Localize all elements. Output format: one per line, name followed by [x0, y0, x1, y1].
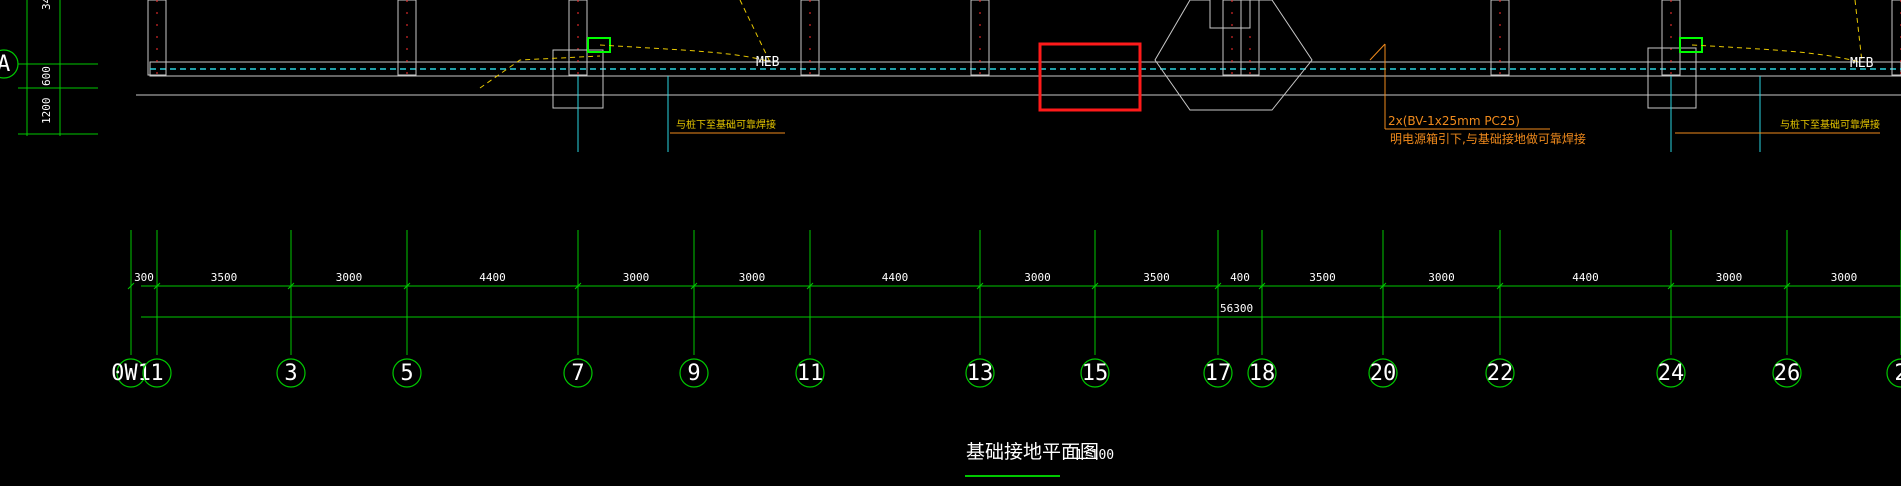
axis-bubble [1247, 358, 1277, 388]
column [970, 0, 990, 76]
span-dimension: 4400 [479, 271, 506, 284]
left-dimension-chain: 600 1200 34 [18, 0, 98, 136]
pile-cap [1647, 47, 1697, 109]
total-dimension: 56300 [1220, 302, 1253, 315]
axis-label: 17 [1205, 361, 1232, 386]
axis-bubble [392, 358, 422, 388]
axis-label: 18 [1249, 361, 1276, 386]
weld-annotation-right: 与桩下至基础可靠焊接 [1675, 118, 1880, 134]
axis-bubble [1886, 358, 1901, 388]
axis-bubble [1080, 358, 1110, 388]
feeder-line [1854, 0, 1863, 63]
axis-label: 15 [1082, 361, 1109, 386]
axis-label: 2 [1894, 361, 1901, 386]
selection-highlight-box [1038, 42, 1142, 112]
axis-label: 11 [797, 361, 824, 386]
meb-box [587, 37, 611, 53]
weld-note-right: 与桩下至基础可靠焊接 [1780, 118, 1880, 131]
axis-bubble [1203, 358, 1233, 388]
weld-annotation-left: 与桩下至基础可靠焊接 [670, 118, 785, 134]
axis-label: 24 [1658, 361, 1685, 386]
axis-bubble [1656, 358, 1686, 388]
axis-bubble [116, 358, 146, 388]
span-dimension: 3000 [1024, 271, 1051, 284]
feeder-line [479, 55, 601, 89]
grid-axes: 0W1135791113151718202224262 [111, 230, 1901, 388]
axis-label: 13 [967, 361, 994, 386]
axis-label: 3 [284, 361, 297, 386]
axis-bubble [1485, 358, 1515, 388]
axis-bubble [1772, 358, 1802, 388]
span-dimension: 300 [134, 271, 154, 284]
axis-label: 5 [400, 361, 413, 386]
axis-label: 0W1 [111, 361, 151, 386]
axis-bubble [276, 358, 306, 388]
axis-bubble [1368, 358, 1398, 388]
axis-label: 20 [1370, 361, 1397, 386]
drawing-title: 基础接地平面图 [966, 441, 1099, 463]
meb-label-left: MEB [756, 55, 780, 70]
cable-spec-text: 2x(BV-1x25mm PC25) [1388, 114, 1520, 128]
column [1240, 0, 1260, 76]
cable-annotation: 2x(BV-1x25mm PC25) 明电源箱引下,与基础接地做可靠焊接 [1369, 43, 1586, 146]
axis-label: 7 [571, 361, 584, 386]
span-dimension: 4400 [882, 271, 909, 284]
span-dimension: 3000 [1428, 271, 1455, 284]
axis-label: 26 [1774, 361, 1801, 386]
feeder-line [1691, 44, 1861, 63]
span-dimension: 3500 [1143, 271, 1170, 284]
axis-bubble [679, 358, 709, 388]
span-dimension: 3000 [1716, 271, 1743, 284]
axis-bubble [795, 358, 825, 388]
left-dim-1200: 1200 [40, 98, 53, 125]
axis-label: 1 [150, 361, 163, 386]
feeder-line [599, 44, 771, 63]
row-axis-label: A [0, 52, 10, 77]
span-dimension: 400 [1230, 271, 1250, 284]
drawing-scale: 1:100 [1075, 448, 1114, 463]
weld-note-left: 与桩下至基础可靠焊接 [676, 118, 776, 131]
feeder-line [739, 0, 771, 63]
span-dimension: 3000 [739, 271, 766, 284]
span-dimension: 3000 [336, 271, 363, 284]
column [1490, 0, 1510, 76]
span-dimension: 3000 [623, 271, 650, 284]
cable-note-text: 明电源箱引下,与基础接地做可靠焊接 [1390, 131, 1586, 146]
column [147, 0, 167, 76]
meb-label-right: MEB [1850, 56, 1874, 71]
meb-box [1679, 37, 1703, 53]
left-dim-34: 34 [40, 0, 53, 10]
span-dimension: 3500 [1309, 271, 1336, 284]
axis-bubble [563, 358, 593, 388]
span-dimension: 4400 [1572, 271, 1599, 284]
axis-label: 22 [1487, 361, 1514, 386]
axis-bubble [142, 358, 172, 388]
column [800, 0, 820, 76]
axis-bubble [965, 358, 995, 388]
left-dim-600: 600 [40, 66, 53, 86]
foundation-plan-strip [136, 0, 1901, 152]
span-dimension: 3500 [211, 271, 238, 284]
axis-label: 9 [687, 361, 700, 386]
core-foundation [1154, 0, 1313, 111]
span-dimension: 3000 [1831, 271, 1858, 284]
column [397, 0, 417, 76]
column [1891, 0, 1901, 76]
span-dimension-chain: 300 3500 3000 4400 3000 3000 4400 3000 3500 400 35… [127, 271, 1901, 318]
